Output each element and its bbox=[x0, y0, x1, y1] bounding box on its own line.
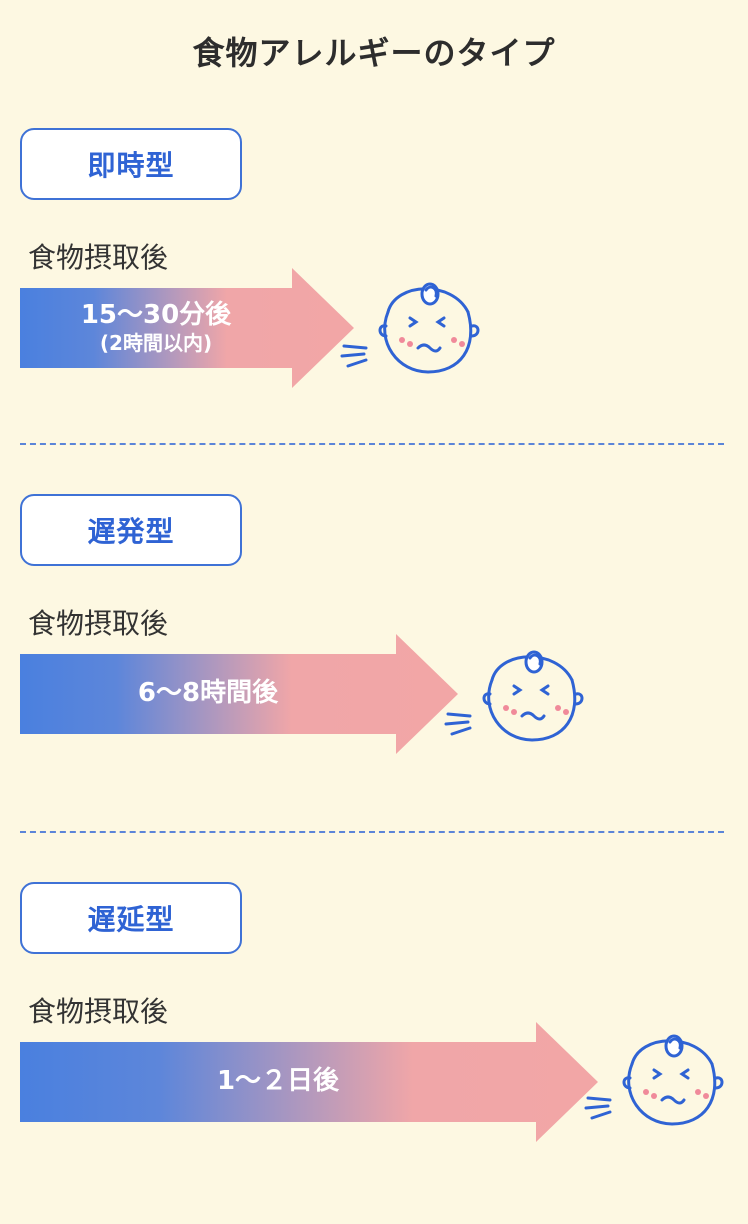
sneezing-baby-icon bbox=[444, 650, 584, 742]
type-label-box: 遅延型 bbox=[20, 882, 242, 954]
time-arrow: 6〜8時間後 bbox=[20, 634, 458, 754]
after-intake-label: 食物摂取後 bbox=[28, 241, 169, 274]
arrow-text: 15〜30分後 (2時間以内) bbox=[20, 268, 292, 388]
arrow-shape bbox=[20, 268, 354, 388]
type-label-box: 遅発型 bbox=[20, 494, 242, 566]
section-divider bbox=[20, 831, 724, 833]
type-label-box: 即時型 bbox=[20, 128, 242, 200]
after-intake-label: 食物摂取後 bbox=[28, 607, 169, 640]
section-delayed-onset: 遅発型 食物摂取後 6〜8時間後 bbox=[0, 494, 748, 794]
arrow-shape bbox=[20, 1022, 598, 1142]
type-label: 遅発型 bbox=[87, 515, 175, 548]
after-intake-label: 食物摂取後 bbox=[28, 995, 169, 1028]
time-range: 6〜8時間後 bbox=[137, 678, 279, 709]
time-note: (2時間以内) bbox=[99, 330, 213, 355]
time-range: 1〜２日後 bbox=[216, 1066, 340, 1097]
time-arrow: 1〜２日後 bbox=[20, 1022, 598, 1142]
type-label: 遅延型 bbox=[87, 903, 175, 936]
section-delayed: 遅延型 食物摂取後 1〜２日後 bbox=[0, 882, 748, 1182]
sneezing-baby-icon bbox=[584, 1034, 724, 1126]
section-divider bbox=[20, 443, 724, 445]
type-label: 即時型 bbox=[87, 149, 175, 182]
arrow-shape bbox=[20, 634, 458, 754]
sneezing-baby-icon bbox=[340, 282, 480, 374]
page-title: 食物アレルギーのタイプ bbox=[192, 34, 556, 72]
section-immediate: 即時型 食物摂取後 15〜30分後 (2時間以内) bbox=[0, 128, 748, 428]
time-range: 15〜30分後 bbox=[80, 300, 232, 331]
time-arrow: 15〜30分後 (2時間以内) bbox=[20, 268, 354, 388]
arrow-text: 6〜8時間後 bbox=[20, 634, 396, 754]
arrow-text: 1〜２日後 bbox=[20, 1022, 536, 1142]
